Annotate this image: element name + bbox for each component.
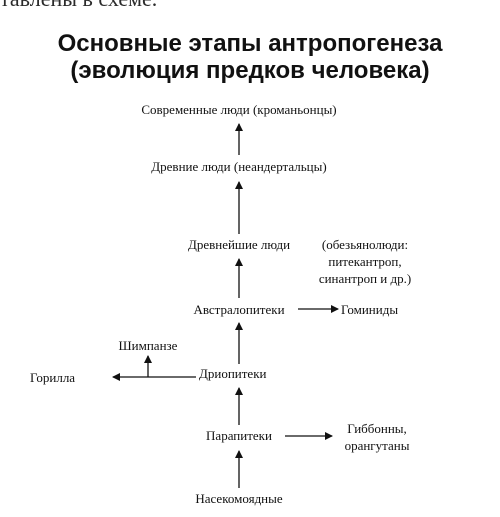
node-oldest-humans-note-line-1: (обезьянолюди:	[322, 237, 408, 252]
node-ancient-humans: Древние люди (неандертальцы)	[151, 159, 326, 174]
diagram-title-line-2: (эволюция предков человека)	[70, 57, 430, 84]
node-gibbons-line-2: орангутаны	[345, 438, 410, 453]
node-chimpanzee: Шимпанзе	[119, 338, 178, 353]
node-australopithecus: Австралопитеки	[193, 302, 284, 317]
node-insectivores: Насекомоядные	[195, 491, 283, 506]
node-gibbons-line-1: Гиббонны,	[347, 421, 407, 436]
node-oldest-humans-note-line-2: питекантроп,	[328, 254, 401, 269]
node-oldest-humans: Древнейшие люди	[188, 237, 290, 252]
node-dryopithecus: Дриопитеки	[199, 366, 267, 381]
node-parapithecus: Парапитеки	[206, 428, 272, 443]
node-gorilla: Горилла	[30, 370, 75, 385]
node-hominids: Гоминиды	[341, 302, 398, 317]
node-oldest-humans-note-line-3: синантроп и др.)	[319, 271, 411, 286]
cropped-header-text: тавлены в схеме.	[0, 0, 500, 12]
diagram-title-line-1: Основные этапы антропогенеза	[57, 30, 443, 57]
node-modern-humans: Современные люди (кроманьонцы)	[141, 102, 336, 117]
